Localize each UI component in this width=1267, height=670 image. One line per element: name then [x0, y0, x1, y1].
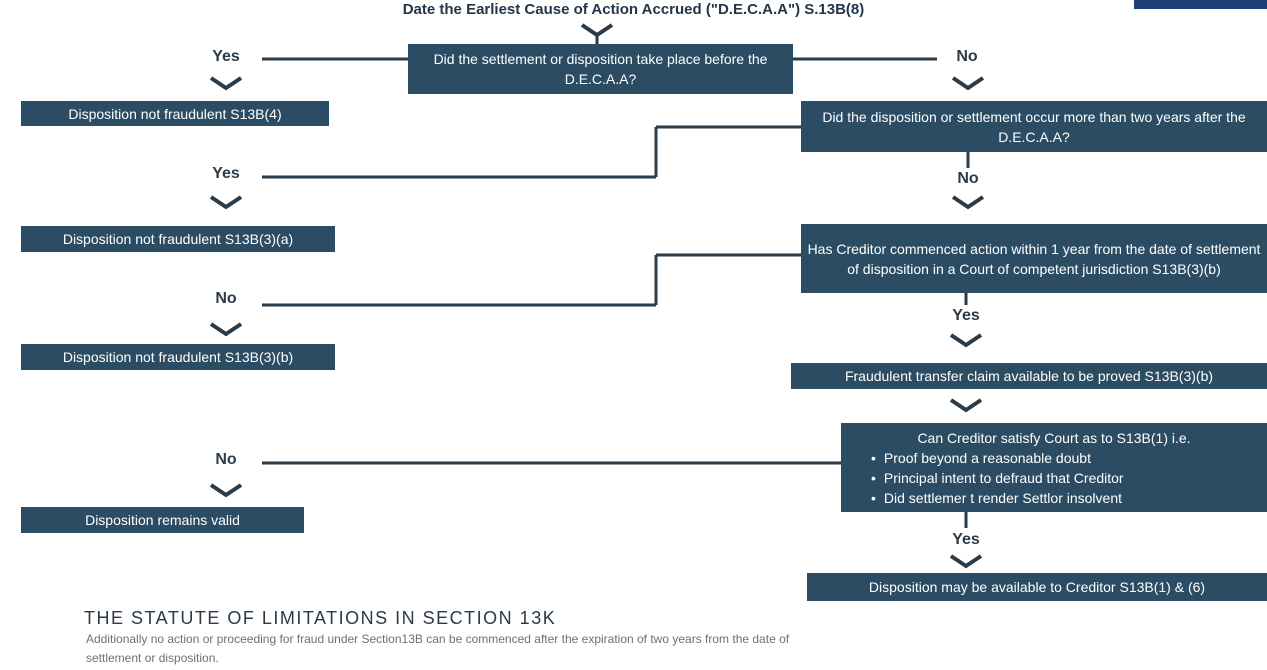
criteria-item: Principal intent to defraud that Credito…	[871, 468, 1124, 488]
label-no: No	[215, 451, 237, 468]
result-text: Disposition not fraudulent S13B(4)	[68, 105, 282, 122]
result-remains-valid: Disposition remains valid	[21, 507, 304, 533]
question-before-decaa: Did the settlement or disposition take p…	[408, 44, 793, 94]
criteria-item: Proof beyond a reasonable doubt	[871, 448, 1124, 468]
question-creditor-commenced-action: Has Creditor commenced action within 1 y…	[801, 224, 1267, 293]
chevron-icon	[209, 195, 243, 210]
chevron-icon	[951, 195, 985, 210]
chevron-icon	[209, 76, 243, 91]
question-text: Did the disposition or settlement occur …	[822, 108, 1246, 145]
chevron-icon	[949, 333, 983, 348]
question-two-years-after: Did the disposition or settlement occur …	[801, 101, 1267, 152]
result-text: Disposition may be available to Creditor…	[868, 579, 1206, 595]
criteria-item: Did settlemer t render Settlor insolvent	[871, 488, 1124, 508]
chevron-icon	[951, 76, 985, 91]
result-text: Disposition not fraudulent S13B(3)(a)	[62, 231, 294, 247]
label-yes: Yes	[212, 48, 240, 65]
label-no: No	[956, 48, 978, 65]
chevron-icon	[209, 322, 243, 337]
chevron-icon	[580, 23, 614, 38]
result-not-fraudulent-s13b3b: Disposition not fraudulent S13B(3)(b)	[21, 344, 335, 370]
diagram-title: Date the Earliest Cause of Action Accrue…	[402, 1, 865, 18]
label-no: No	[957, 170, 979, 187]
result-available-to-creditor: Disposition may be available to Creditor…	[807, 573, 1267, 601]
footer-body: Additionally no action or proceeding for…	[86, 632, 790, 665]
criteria-list: Proof beyond a reasonable doubt Principa…	[847, 448, 1124, 508]
chevron-icon	[949, 554, 983, 569]
question-text: Did the settlement or disposition take p…	[433, 51, 768, 87]
label-yes: Yes	[212, 165, 240, 182]
claim-available: Fraudulent transfer claim available to b…	[791, 363, 1267, 389]
question-title: Can Creditor satisfy Court as to S13B(1)…	[917, 429, 1191, 446]
chevron-icon	[949, 398, 983, 413]
chevron-icon	[209, 483, 243, 498]
corner-accent-bar	[1134, 0, 1267, 9]
question-satisfy-court: Can Creditor satisfy Court as to S13B(1)…	[841, 423, 1267, 512]
question-text: Has Creditor commenced action within 1 y…	[807, 240, 1261, 277]
label-yes: Yes	[952, 307, 980, 324]
label-no: No	[215, 290, 237, 307]
claim-text: Fraudulent transfer claim available to b…	[844, 368, 1214, 384]
label-yes: Yes	[952, 531, 980, 548]
result-text: Disposition remains valid	[85, 512, 240, 528]
result-not-fraudulent-s13b4: Disposition not fraudulent S13B(4)	[21, 101, 329, 126]
result-text: Disposition not fraudulent S13B(3)(b)	[62, 349, 294, 365]
footer-heading: THE STATUTE OF LIMITATIONS IN SECTION 13…	[84, 608, 557, 628]
result-not-fraudulent-s13b3a: Disposition not fraudulent S13B(3)(a)	[21, 226, 335, 252]
